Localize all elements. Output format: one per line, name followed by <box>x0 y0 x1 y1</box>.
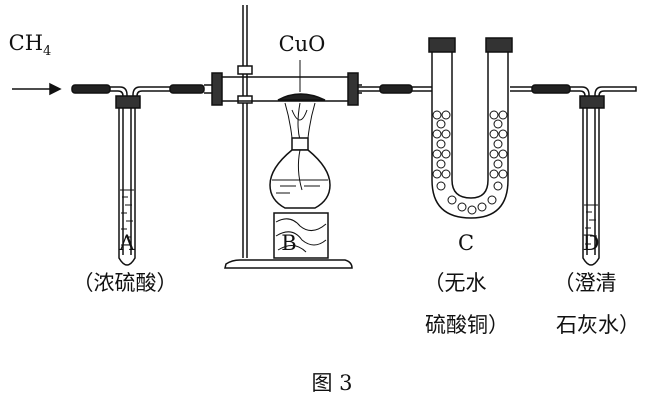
test-tube-a <box>115 95 141 266</box>
iron-stand <box>224 5 353 269</box>
combustion-tube <box>204 60 362 106</box>
anhydrous-copper-sulfate <box>432 110 508 215</box>
figure-caption: 图 3 <box>311 371 353 395</box>
cuo-label: CuO <box>278 32 326 56</box>
test-tube-d <box>579 95 605 266</box>
label-d-reagent-line1: （澄清 <box>553 271 617 295</box>
label-a-reagent: （浓硫酸） <box>72 271 178 295</box>
gas-inlet-arrow <box>12 82 62 96</box>
methane-label: CH4 <box>8 31 52 60</box>
label-c-reagent-line2: 硫酸铜） <box>425 313 509 337</box>
alcohol-burner <box>269 102 331 209</box>
limewater <box>584 204 598 245</box>
concentrated-sulfuric-acid <box>120 189 134 246</box>
u-tube <box>428 37 513 219</box>
cuo-powder <box>277 93 326 101</box>
label-a: A <box>119 231 135 255</box>
rubber-tubing <box>71 84 571 94</box>
label-d: D <box>582 231 600 255</box>
label-c: C <box>457 231 475 255</box>
label-b: B <box>281 231 297 255</box>
label-c-reagent-line1: （无水 <box>423 271 487 295</box>
label-d-reagent-line2: 石灰水） <box>556 313 640 337</box>
wooden-block <box>273 212 329 259</box>
